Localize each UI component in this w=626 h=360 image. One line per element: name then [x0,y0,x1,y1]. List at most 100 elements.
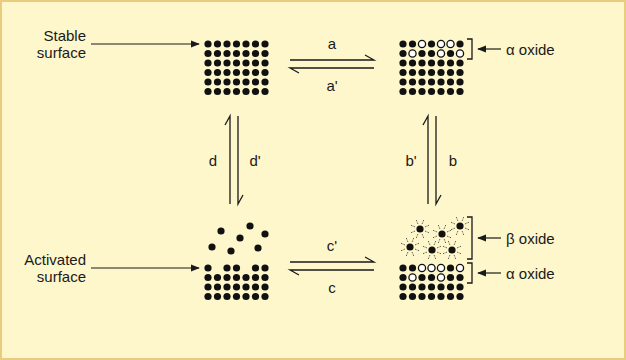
burst-ray [406,252,408,256]
metal-atom [409,69,416,76]
metal-atom [437,283,444,290]
oxide-atom [447,40,454,47]
metal-atom [399,293,406,300]
metal-atom [418,50,425,57]
metal-atom [418,59,425,66]
burst-ray [447,236,451,238]
burst-ray [416,220,418,224]
oxide-atom [437,264,444,271]
metal-atom [242,283,249,290]
metal-atom [456,293,463,300]
burst-ray [415,243,419,245]
metal-atom [418,78,425,85]
burst-ray [437,246,441,248]
bracket-group [467,39,472,283]
burst-ray [457,246,461,248]
step-label: b' [405,152,416,169]
callout-label: β oxide [506,230,616,247]
metal-atom [399,50,406,57]
step-label: c' [327,237,337,254]
metal-atom [261,293,268,300]
callout-label: α oxide [506,41,616,58]
metal-atom [428,78,435,85]
metal-atom [456,59,463,66]
metal-atom [204,50,211,57]
metal-atom [437,293,444,300]
metal-atom [214,50,221,57]
metal-atom [223,274,230,281]
metal-atom [252,274,259,281]
metal-atom [204,78,211,85]
metal-atom [223,78,230,85]
metal-atom [456,78,463,85]
metal-atom [409,59,416,66]
metal-atom [261,50,268,57]
metal-atom [418,293,425,300]
metal-atom [223,69,230,76]
metal-atom [214,88,221,95]
metal-atom [261,59,268,66]
metal-atom [261,88,268,95]
reaction-harpoon [290,55,374,60]
burst-ray [438,239,440,243]
beta-atom [406,243,413,250]
metal-atom [447,274,454,281]
burst-ray [433,230,437,232]
metal-atom [399,274,406,281]
leader-arrow [91,43,199,44]
step-label: d' [249,152,260,169]
metal-atom [447,264,454,271]
metal-atom [233,264,240,271]
oxide-atom [456,264,463,271]
metal-atom [437,88,444,95]
metal-atom [261,40,268,47]
metal-atom [447,50,454,57]
metal-atom [418,69,425,76]
step-label: b [449,152,457,169]
metal-atom [214,78,221,85]
metal-atom [261,78,268,85]
metal-atom [204,69,211,76]
surface-state: β oxideα oxide [374,204,470,308]
surface-state: α oxide [374,30,470,116]
burst-ray [462,217,464,221]
metal-atom [223,50,230,57]
metal-atom [418,88,425,95]
beta-atom [438,230,445,237]
burst-ray [411,231,415,233]
burst-ray [451,228,455,230]
metal-atom [242,40,249,47]
beta-atom [448,246,455,253]
metal-atom [428,40,435,47]
metal-atom [428,283,435,290]
oxide-atom [456,50,463,57]
oxide-atom [418,40,425,47]
leader-arrow [91,267,199,268]
metal-atom [456,88,463,95]
oxide-atom [437,50,444,57]
metal-atom [208,243,215,250]
oxide-atom [437,274,444,281]
metal-atom [447,78,454,85]
burst-ray [448,241,450,245]
metal-atom [242,50,249,57]
burst-ray [425,225,429,227]
metal-atom [204,293,211,300]
metal-atom [217,227,224,234]
metal-atom [437,69,444,76]
oxide-atom [428,264,435,271]
metal-atom [233,274,240,281]
burst-ray [443,252,447,254]
metal-atom [252,264,259,271]
metal-atom [437,59,444,66]
burst-ray [462,231,464,235]
burst-ray [406,238,408,242]
surface-state: Activated surface [196,204,290,308]
metal-atom [399,78,406,85]
callout-label: α oxide [506,265,616,282]
metal-atom [409,264,416,271]
burst-ray [423,246,427,248]
burst-ray [454,255,456,259]
leader-arrow [478,272,501,273]
metal-atom [399,59,406,66]
